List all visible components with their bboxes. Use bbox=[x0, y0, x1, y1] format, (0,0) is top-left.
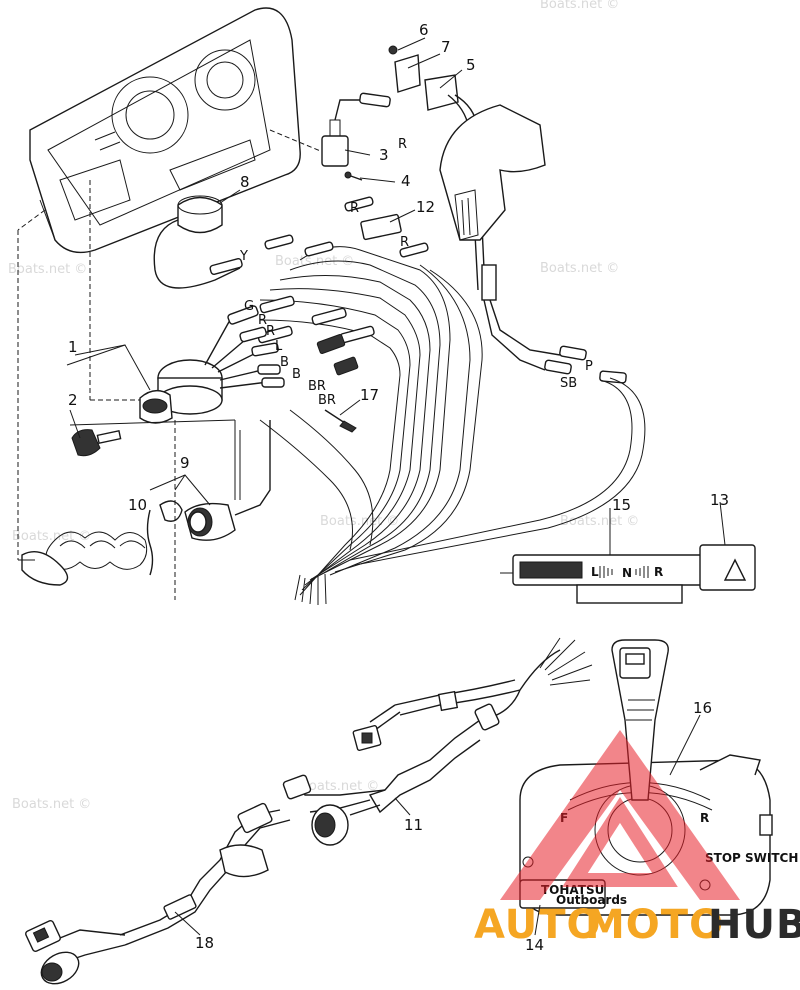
part-label-4: 4 bbox=[401, 172, 411, 190]
logo-text-main: HUB bbox=[708, 902, 800, 948]
neutral-switch bbox=[321, 92, 391, 181]
ignition-key bbox=[71, 429, 122, 457]
part-label-5: 5 bbox=[466, 56, 476, 74]
watermark-1: Boats.net © bbox=[8, 262, 87, 277]
control-handle-top bbox=[439, 104, 546, 301]
part-label-8: 8 bbox=[240, 173, 250, 191]
watermark-3: Boats.net © bbox=[540, 261, 619, 276]
part-label-13: 13 bbox=[710, 491, 729, 509]
watermark-2: Boats.net © bbox=[275, 254, 354, 269]
part-label-14: 14 bbox=[525, 936, 544, 954]
watermark-5: Boats.net © bbox=[560, 514, 639, 529]
indicator-left-label: L bbox=[591, 565, 599, 579]
watermark-8: Boats.net © bbox=[300, 779, 379, 794]
wire-label-br-1: BR bbox=[308, 379, 326, 394]
remote-control-housing bbox=[29, 7, 301, 254]
part-label-10: 10 bbox=[128, 496, 147, 514]
watermark-6: Boats.net © bbox=[12, 529, 91, 544]
stop-switch bbox=[184, 420, 271, 541]
control-reverse-label: R bbox=[700, 811, 709, 825]
part-label-3: 3 bbox=[379, 146, 389, 164]
wire-label-sb: SB bbox=[560, 376, 577, 391]
neutral-indicator-plate: L N R bbox=[500, 544, 756, 604]
wiring-bundle bbox=[259, 246, 646, 605]
wire-label-y: Y bbox=[239, 249, 248, 264]
wire-label-r-3: R bbox=[400, 235, 409, 250]
wire-label-b-2: B bbox=[292, 367, 301, 382]
part-label-15: 15 bbox=[612, 496, 631, 514]
wire-label-p: P bbox=[585, 359, 593, 374]
wire-clip-17 bbox=[324, 409, 357, 433]
logo-text-mid: MOTO bbox=[585, 902, 724, 948]
part-label-11: 11 bbox=[404, 816, 423, 834]
wire-label-r-5: R bbox=[266, 324, 275, 339]
wire-label-r-4: R bbox=[258, 313, 267, 328]
logo-text-accent: AUTO bbox=[474, 902, 602, 948]
part-label-2: 2 bbox=[68, 391, 78, 409]
connector-12 bbox=[360, 213, 402, 241]
autohub-logo: AUTO MOTO HUB bbox=[474, 730, 800, 948]
wire-label-r-1: R bbox=[398, 137, 407, 152]
wire-label-r-2: R bbox=[350, 201, 359, 216]
leader-lines bbox=[69, 37, 726, 936]
part-label-9: 9 bbox=[180, 454, 190, 472]
indicator-right-label: R bbox=[654, 565, 663, 579]
buzzer bbox=[153, 195, 241, 289]
ignition-switch bbox=[139, 305, 285, 600]
stop-switch-label: STOP SWITCH bbox=[705, 851, 798, 865]
wire-label-g: G bbox=[244, 299, 254, 314]
part-label-12: 12 bbox=[416, 198, 435, 216]
part-label-7: 7 bbox=[441, 38, 451, 56]
part-label-16: 16 bbox=[693, 699, 712, 717]
extension-harness bbox=[25, 637, 593, 985]
wire-label-b-1: B bbox=[280, 355, 289, 370]
wire-label-l: L bbox=[275, 339, 283, 354]
part-label-6: 6 bbox=[419, 21, 429, 39]
wire-label-br-2: BR bbox=[318, 393, 336, 408]
watermark-10: Boats.net © bbox=[540, 0, 619, 12]
watermark-7: Boats.net © bbox=[12, 797, 91, 812]
part-label-1: 1 bbox=[68, 338, 78, 356]
part-label-17: 17 bbox=[360, 386, 379, 404]
indicator-neutral-label: N bbox=[622, 566, 632, 580]
part-label-18: 18 bbox=[195, 934, 214, 952]
control-brand-sub-label: Outboards bbox=[556, 893, 627, 907]
